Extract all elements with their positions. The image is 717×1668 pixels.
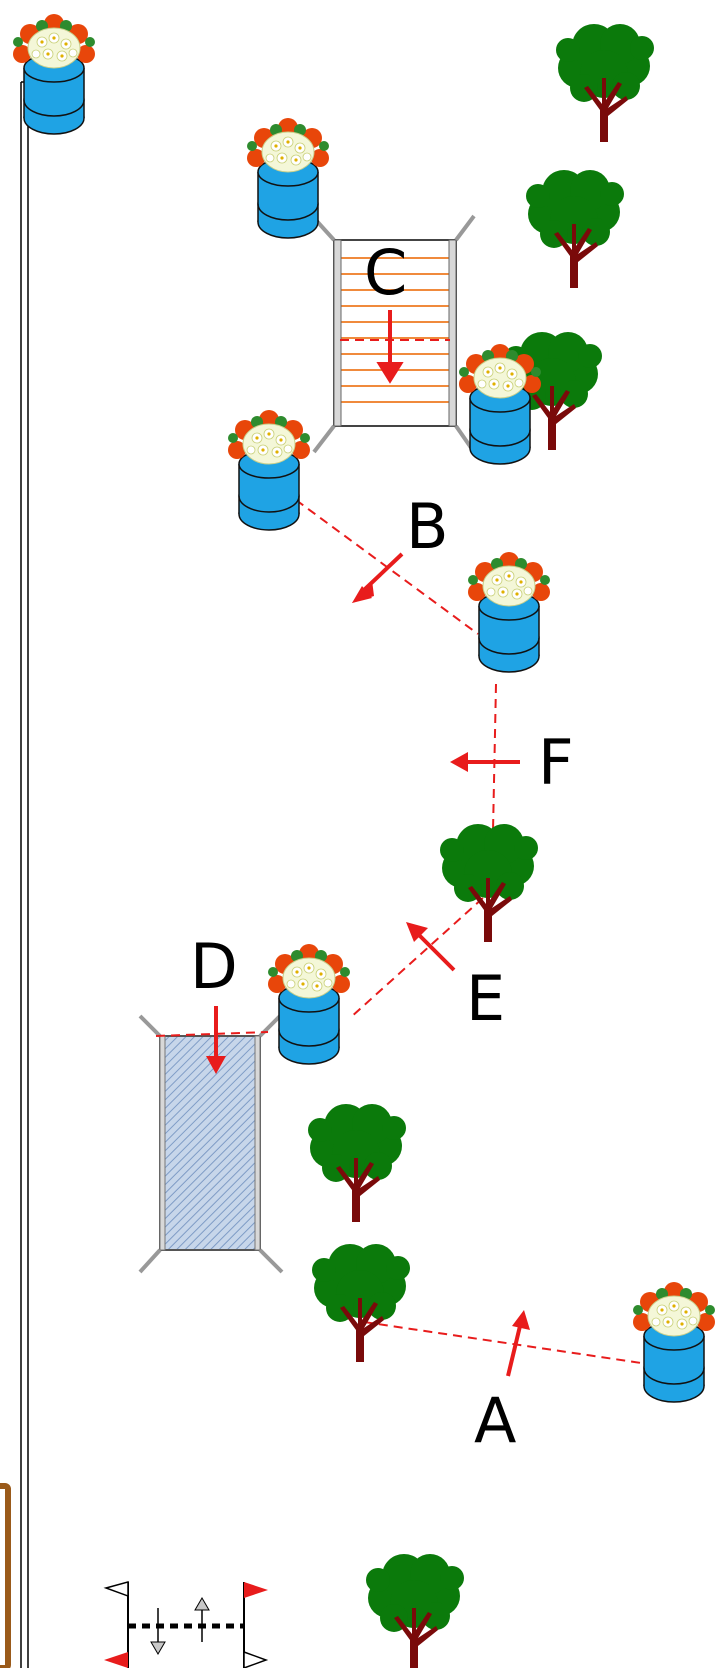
tree-icon bbox=[308, 1104, 406, 1222]
gate-line-e bbox=[349, 887, 495, 1019]
tree-icon bbox=[312, 1244, 410, 1362]
gate-line-a bbox=[363, 1321, 649, 1365]
flowerpot-icon bbox=[632, 1281, 716, 1403]
flowerpot-icon bbox=[458, 343, 542, 465]
tree-icon bbox=[526, 170, 624, 288]
arrow-f bbox=[450, 752, 520, 772]
flag-icon bbox=[103, 1581, 129, 1598]
arrow-c bbox=[376, 310, 404, 384]
flag-icon bbox=[243, 1650, 269, 1668]
gate-label-f: F bbox=[538, 726, 574, 799]
gate-label-b: B bbox=[406, 490, 449, 563]
arrow-b bbox=[352, 552, 404, 603]
gate-label-c: C bbox=[364, 236, 407, 309]
stairs-obstacle bbox=[312, 214, 476, 454]
flowerpot-icon bbox=[12, 13, 96, 135]
start-finish-gate bbox=[103, 1581, 269, 1668]
flowerpot-icon bbox=[267, 943, 351, 1065]
arrow-e bbox=[406, 922, 456, 972]
gate-label-e: E bbox=[466, 962, 505, 1035]
boundary-line bbox=[20, 81, 29, 1668]
tree-icon bbox=[366, 1554, 464, 1668]
flag-icon bbox=[104, 1652, 128, 1668]
direction-arrows bbox=[206, 310, 530, 1377]
flowerpot-icon bbox=[227, 409, 311, 531]
down-arrow-icon bbox=[150, 1641, 166, 1655]
flowerpot-icon bbox=[246, 117, 330, 239]
brown-post bbox=[0, 1483, 11, 1668]
gate-line-f bbox=[491, 683, 497, 881]
tree-icon bbox=[556, 24, 654, 142]
up-arrow-icon bbox=[194, 1597, 210, 1611]
arrow-a bbox=[506, 1310, 530, 1377]
gate-label-d: D bbox=[190, 930, 238, 1003]
ramp-obstacle bbox=[138, 1014, 284, 1274]
flag-icon bbox=[244, 1582, 268, 1598]
arrow-d bbox=[206, 1006, 226, 1074]
gate-line-d bbox=[155, 1031, 269, 1037]
flowerpot-icon bbox=[467, 551, 551, 673]
gate-label-a: A bbox=[474, 1384, 516, 1457]
